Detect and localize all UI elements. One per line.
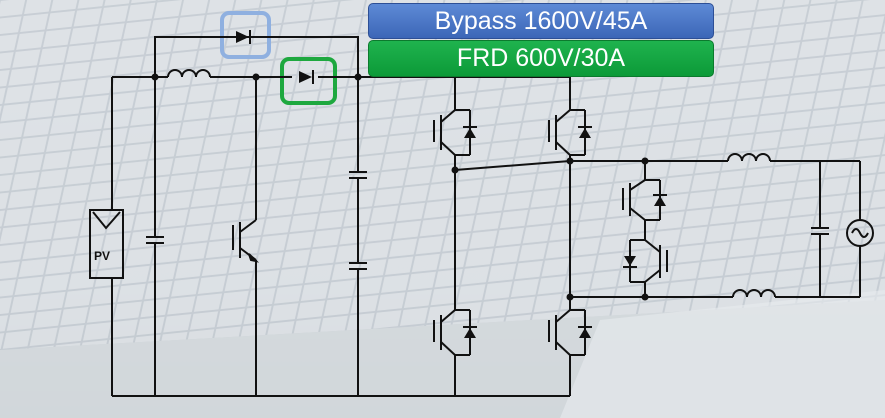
bypass-wire (154, 36, 359, 77)
ac-source-icon (846, 219, 874, 247)
capacitor-icon (146, 236, 164, 244)
frd-highlight-box (280, 57, 337, 105)
capacitor-icon (349, 171, 367, 179)
capacitor-icon (811, 227, 829, 235)
inductor-icon (167, 69, 211, 78)
inductor-icon (727, 153, 771, 162)
pv-panel-icon (89, 209, 124, 279)
igbt-icon (623, 239, 668, 283)
pv-label: PV (94, 249, 111, 263)
igbt-icon (232, 219, 260, 263)
igbt-icon (548, 309, 592, 356)
diode-icon (232, 30, 257, 44)
igbt-icon (548, 109, 592, 156)
igbt-icon (622, 179, 667, 221)
junction-dots (151, 73, 649, 301)
igbt-icon (433, 309, 477, 356)
bypass-spec-label: Bypass 1600V/45A (368, 3, 714, 39)
bypass-highlight-box (220, 11, 271, 59)
capacitor-icon (349, 262, 367, 270)
igbt-icon (433, 109, 477, 156)
frd-spec-label: FRD 600V/30A (368, 40, 714, 77)
inductor-icon (732, 289, 776, 298)
diode-icon (299, 70, 314, 84)
